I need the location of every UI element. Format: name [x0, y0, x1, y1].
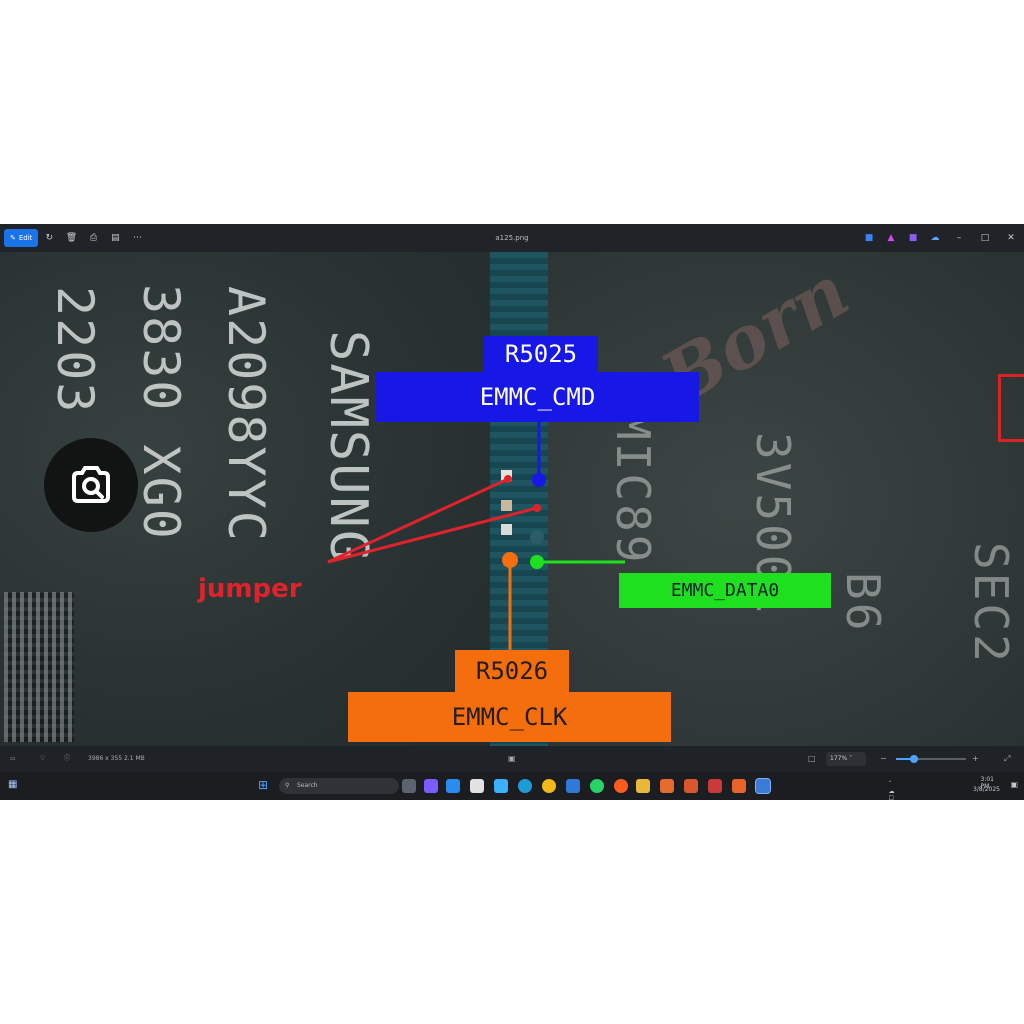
cmd-test-point	[532, 473, 546, 487]
data-signal-label: EMMC_DATA0	[619, 573, 831, 608]
start-icon[interactable]: ⊞	[258, 778, 269, 792]
cmd-ref-label: R5025	[484, 336, 598, 372]
title-bar-right: ■ ▲ ■ ☁ – □ ✕	[858, 224, 1024, 252]
edit-image-icon: ▤	[111, 233, 120, 243]
pcb-photo: Born SAMSUNG A2098YYC 3830 XG0 2203 SEC2…	[0, 252, 1024, 746]
edit-label: Edit	[18, 234, 33, 242]
jumper-line-1	[327, 477, 509, 564]
close-icon: ✕	[1007, 233, 1015, 243]
edit-button[interactable]: ✎ Edit	[4, 229, 39, 247]
delete-button[interactable]: 🗑	[60, 229, 82, 247]
minimize-icon: –	[956, 233, 962, 243]
maximize-button[interactable]: □	[972, 224, 998, 252]
edge-icon[interactable]	[518, 779, 532, 793]
cloud-icon[interactable]: ☁	[930, 233, 940, 243]
taskbar-app-4[interactable]	[470, 779, 484, 793]
fullscreen-icon[interactable]: ⤢	[1004, 754, 1011, 763]
jumper-line-2	[327, 506, 538, 564]
right-chip	[548, 252, 1024, 746]
photos-app-icon[interactable]	[755, 778, 771, 794]
pad-3	[501, 524, 512, 535]
jumper-point-1	[504, 475, 512, 483]
taskbar-app-10[interactable]	[732, 779, 746, 793]
delete-icon: 🗑	[65, 233, 78, 243]
firefox-icon[interactable]	[614, 779, 628, 793]
clock-date[interactable]: 3/8/2025	[973, 786, 1000, 793]
fit-icon[interactable]: □	[808, 754, 816, 763]
print-icon: ⎙	[89, 233, 98, 243]
zoom-out-icon[interactable]: −	[880, 754, 887, 763]
photos-title-bar: ✎ Edit ↻ 🗑 ⎙ ▤ ⋯ a125.png ■ ▲ ■ ☁ – □ ✕	[0, 224, 1024, 252]
zoom-value: 177%	[830, 755, 848, 762]
jumper-label: jumper	[198, 574, 302, 604]
tray-icons[interactable]: ˆ ☁ ☐ ☍ 🔊	[888, 781, 895, 800]
info-icon[interactable]: ⓘ	[64, 755, 71, 762]
file-explorer-icon[interactable]	[636, 779, 650, 793]
lens-search-button[interactable]	[44, 438, 138, 532]
zoom-in-icon[interactable]: +	[972, 754, 979, 763]
red-highlight-frame	[998, 374, 1024, 442]
search-placeholder: Search	[297, 782, 318, 789]
taskbar-app-3[interactable]	[446, 779, 460, 793]
taskbar-search[interactable]: ⚲ Search	[279, 778, 399, 794]
cmd-signal-label: EMMC_CMD	[376, 372, 699, 422]
taskbar-app-2[interactable]	[424, 779, 438, 793]
photo-status-bar: ▭ ♡ ⓘ 3986 x 355 2.1 MB ▣ □ 177% ˅ − + ⤢	[0, 746, 1024, 772]
taskbar-app-1[interactable]	[402, 779, 416, 793]
taskbar-app-5[interactable]	[494, 779, 508, 793]
data-test-point	[530, 555, 544, 569]
clk-ref-label: R5026	[455, 650, 569, 692]
app-icon-3[interactable]: ■	[908, 233, 918, 243]
taskbar-app-6[interactable]	[566, 779, 580, 793]
annotation-overlay	[327, 398, 625, 652]
desktop-screenshot: ✎ Edit ↻ 🗑 ⎙ ▤ ⋯ a125.png ■ ▲ ■ ☁ – □ ✕ …	[0, 224, 1024, 800]
rotate-icon: ↻	[45, 233, 54, 243]
search-icon: ⚲	[285, 782, 290, 789]
zoom-select[interactable]: 177% ˅	[826, 752, 866, 766]
more-button[interactable]: ⋯	[126, 229, 148, 247]
taskbar-app-7[interactable]	[660, 779, 674, 793]
pad-2	[501, 500, 512, 511]
app-icon-1[interactable]: ■	[864, 233, 874, 243]
taskbar-app-9[interactable]	[708, 779, 722, 793]
edit-image-button[interactable]: ▤	[104, 229, 126, 247]
taskbar-app-8[interactable]	[684, 779, 698, 793]
minimize-button[interactable]: –	[946, 224, 972, 252]
clock-time[interactable]: 3:01 PM	[980, 776, 994, 790]
zoom-slider-fill	[896, 758, 914, 760]
zoom-slider-knob[interactable]	[910, 755, 918, 763]
maximize-icon: □	[980, 233, 990, 243]
app-icon-2[interactable]: ▲	[887, 233, 895, 243]
rotate-button[interactable]: ↻	[38, 229, 60, 247]
more-icon: ⋯	[132, 233, 142, 243]
camera-search-icon	[72, 466, 110, 503]
clk-test-point	[502, 552, 518, 568]
clk-signal-label: EMMC_CLK	[348, 692, 671, 742]
qr-pattern	[4, 592, 74, 742]
zoom-slider[interactable]	[896, 755, 966, 763]
favorite-icon[interactable]: ♡	[40, 755, 46, 762]
jumper-point-2	[533, 504, 541, 512]
pad-4	[530, 530, 544, 544]
widgets-icon[interactable]: ▦	[8, 779, 18, 790]
chrome-icon[interactable]	[542, 779, 556, 793]
slideshow-icon[interactable]: ▣	[508, 754, 516, 763]
whatsapp-icon[interactable]	[590, 779, 604, 793]
filmstrip-icon[interactable]: ▭	[10, 755, 16, 762]
edit-icon: ✎	[10, 234, 16, 242]
close-button[interactable]: ✕	[998, 224, 1024, 252]
image-info-text: 3986 x 355 2.1 MB	[88, 755, 145, 762]
print-button[interactable]: ⎙	[82, 229, 104, 247]
windows-taskbar: ▦ ⊞ ⚲ Search ˆ ☁ ☐ ☍ 🔊 3:01 PM 3/8/2025 …	[0, 772, 1024, 800]
notification-icon[interactable]: ▣	[1010, 780, 1018, 789]
